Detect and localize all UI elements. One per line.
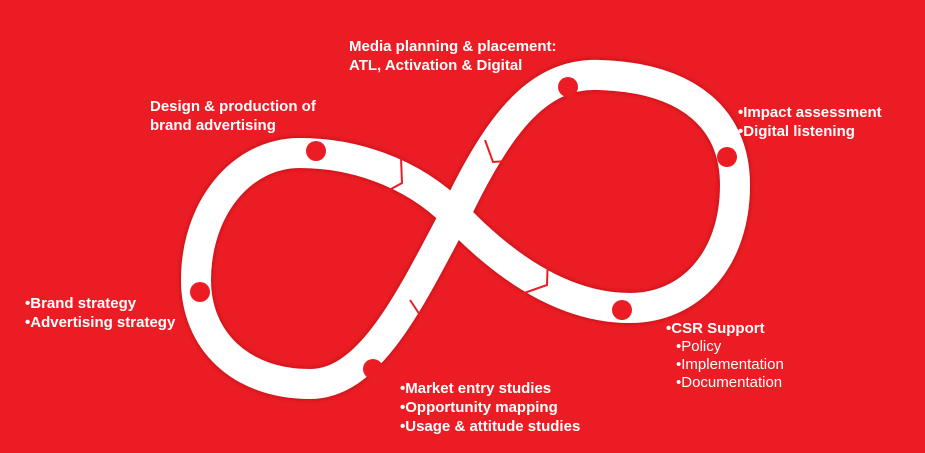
- label-item: •Implementation: [676, 356, 784, 373]
- label-brand-strategy: •Brand strategy •Advertising strategy: [25, 294, 175, 332]
- label-line: •Impact assessment: [738, 104, 882, 121]
- label-line: •Advertising strategy: [25, 314, 176, 331]
- label-line: •Opportunity mapping: [400, 399, 558, 416]
- stage-nodes: [190, 77, 737, 379]
- label-line: ATL, Activation & Digital: [349, 57, 523, 74]
- label-line: brand advertising: [150, 117, 276, 134]
- label-media-planning: Media planning & placement: ATL, Activat…: [349, 37, 557, 75]
- node-impact: [717, 147, 737, 167]
- label-item: •Policy: [676, 338, 722, 355]
- label-impact: •Impact assessment •Digital listening: [738, 103, 882, 141]
- label-item: •Documentation: [676, 374, 783, 391]
- label-csr-support: •CSR Support •Policy •Implementation •Do…: [666, 320, 784, 392]
- label-line: •Usage & attitude studies: [400, 418, 581, 435]
- infinity-band: [181, 59, 750, 399]
- label-line: •Digital listening: [738, 123, 855, 140]
- label-line: •Brand strategy: [25, 295, 137, 312]
- label-market-studies: •Market entry studies •Opportunity mappi…: [400, 379, 580, 436]
- label-title: •CSR Support: [666, 320, 765, 337]
- node-media: [558, 77, 578, 97]
- label-line: Media planning & placement:: [349, 38, 557, 55]
- label-design-production: Design & production of brand advertising: [150, 97, 316, 135]
- node-brand: [190, 282, 210, 302]
- segment-dividers: [379, 139, 549, 319]
- node-design: [306, 141, 326, 161]
- label-line: •Market entry studies: [400, 380, 552, 397]
- node-csr: [612, 300, 632, 320]
- label-line: Design & production of: [150, 98, 316, 115]
- node-market: [363, 359, 383, 379]
